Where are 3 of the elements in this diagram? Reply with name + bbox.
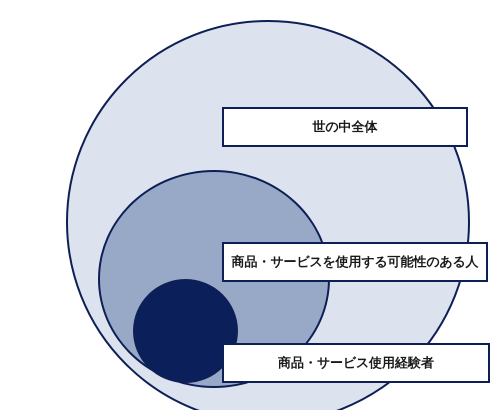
label-box: 商品・サービス使用経験者 bbox=[222, 343, 490, 383]
circle-shape bbox=[133, 279, 238, 383]
label-box: 商品・サービスを使用する可能性のある人 bbox=[222, 242, 488, 282]
